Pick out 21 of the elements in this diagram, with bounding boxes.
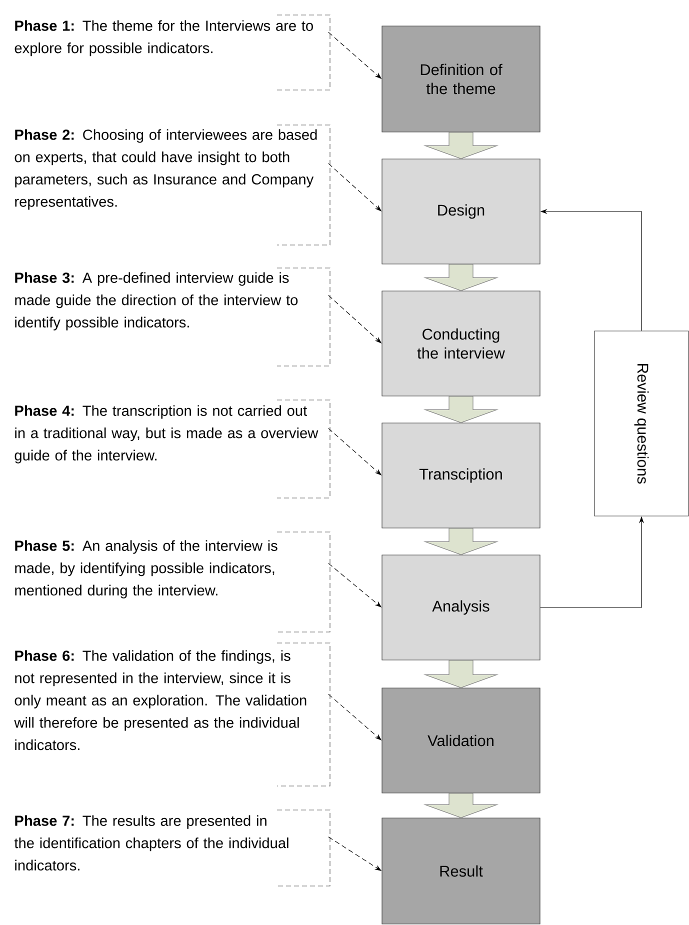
process-box: Validation <box>382 688 540 794</box>
process-box: Definition of the theme <box>382 26 540 132</box>
process-box: Result <box>382 818 540 924</box>
process-box: Design <box>382 158 540 264</box>
phase-note: Phase 4: The transcription is not carried out in a traditional way, but is made as a overview guide of the interview. <box>14 405 318 464</box>
phase-note: Phase 1: The theme for the Interviews are to explore for possible indicators. <box>14 20 313 56</box>
block-arrow <box>423 264 499 292</box>
process-box: Transciption <box>382 422 540 528</box>
phase-note: Phase 7: The results are presented in the identification chapters of the individual indicators. <box>14 815 288 871</box>
phase-note: Phase 6: The validation of the findings, is not represented in the interview, since it is only meant as an exploration. The validation will therefore be presented as the individual indicators. <box>14 650 306 750</box>
process-box: Conducting the interview <box>382 290 540 396</box>
block-arrow <box>423 528 499 556</box>
process-box: Analysis <box>382 554 540 660</box>
block-arrow <box>423 396 499 424</box>
block-arrow <box>423 660 499 688</box>
review-box: Review questions <box>594 330 689 516</box>
phase-note: Phase 5: An analysis of the interview is made, by identifying possible indicators, mentioned during the interview. <box>15 540 278 598</box>
phase-note: Phase 2: Choosing of interviewees are based on experts, that could have insight to both parameters, such as Insurance and Company representatives. <box>14 129 317 210</box>
block-arrow <box>423 132 499 160</box>
block-arrow <box>423 793 499 818</box>
phase-note: Phase 3: A pre-defined interview guide is made guide the direction of the interview to identify possible indicators. <box>15 272 298 330</box>
